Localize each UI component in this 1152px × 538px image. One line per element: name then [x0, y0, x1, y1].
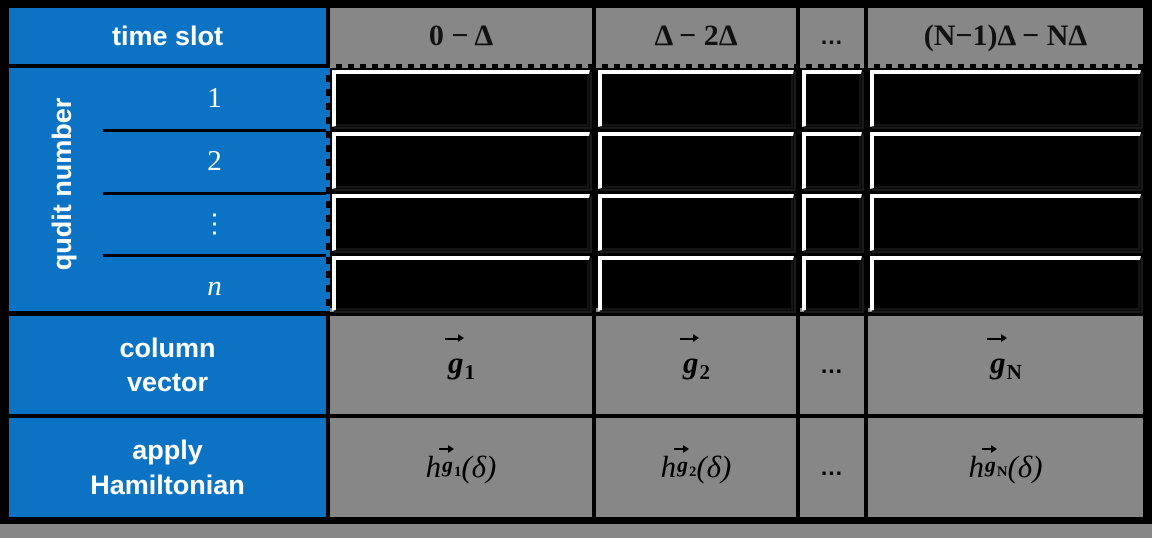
hamiltonian-arg-1: (δ): [461, 449, 497, 485]
g-vector-subscript-N: N: [1006, 359, 1022, 384]
hamiltonian-prefix-1: h: [425, 449, 442, 485]
pulse-block-q2-t4[interactable]: [870, 132, 1141, 189]
dashed-border-top-col2: [596, 64, 796, 68]
qudit-row-label-1: 1: [207, 82, 222, 114]
qudit-separator-3: [103, 254, 326, 257]
hamiltonian-g-subscript-N: N: [996, 464, 1008, 481]
dashed-border-left: [326, 68, 330, 311]
pulse-block-q2-t3[interactable]: [802, 132, 862, 189]
pulse-block-q3-t1[interactable]: [332, 194, 590, 251]
qudit-separator-1: [103, 129, 326, 132]
pulse-block-q1-t1[interactable]: [332, 70, 590, 127]
dashed-border-top-col1: [330, 64, 592, 68]
column-vector-cell-2: g2: [596, 316, 796, 414]
pulse-block-q3-t3[interactable]: [802, 194, 862, 251]
dashed-border-top-col3: [800, 64, 864, 68]
pulse-block-q1-t2[interactable]: [598, 70, 794, 127]
pulse-block-q1-t4[interactable]: [870, 70, 1141, 127]
pulse-block-q4-t2[interactable]: [598, 256, 794, 311]
pulse-block-q3-t2[interactable]: [598, 194, 794, 251]
hamiltonian-prefix-2: h: [660, 449, 677, 485]
g-vector-base-2: g: [680, 333, 699, 380]
bottom-gray-strip: [0, 524, 1152, 538]
header-slot-1: 0 − Δ: [330, 8, 592, 64]
hamiltonian-label-line2: Hamiltonian: [90, 469, 245, 500]
column-vector-label-line2: vector: [126, 367, 209, 397]
qudit-row-label-ellipsis: ⋮: [201, 208, 228, 238]
g-vector-subscript-1: 1: [464, 359, 476, 384]
hamiltonian-label-line1: apply: [132, 435, 203, 466]
pulse-block-q2-t2[interactable]: [598, 132, 794, 189]
hamiltonian-prefix-N: h: [968, 449, 984, 485]
pulse-block-q1-t3[interactable]: [802, 70, 862, 127]
header-slot-N: (N−1)Δ − NΔ: [868, 8, 1143, 64]
qudit-number-block: qudit number 1 2 ⋮ n: [9, 68, 326, 311]
hamiltonian-cell-ellipsis: ...: [800, 418, 864, 517]
g-vector-subscript-2: 2: [699, 359, 711, 384]
hamiltonian-arg-N: (δ): [1007, 449, 1043, 485]
qudit-separator-2: [103, 192, 326, 195]
hamiltonian-g-subscript-1: 1: [453, 464, 462, 481]
pulse-block-q4-t4[interactable]: [870, 256, 1141, 311]
hamiltonian-g-base-1: g: [439, 444, 454, 478]
hamiltonian-g-subscript-2: 2: [688, 464, 697, 481]
column-vector-label-line1: column: [119, 332, 216, 363]
header-slot-2: Δ − 2Δ: [596, 8, 796, 64]
g-vector-base-N: g: [987, 333, 1007, 380]
hamiltonian-row-label: apply Hamiltonian: [9, 418, 326, 517]
pulse-block-q4-t3[interactable]: [802, 256, 862, 311]
hamiltonian-arg-2: (δ): [696, 449, 732, 485]
qudit-number-axis-label: qudit number: [46, 97, 77, 271]
column-vector-cell-ellipsis: ...: [800, 316, 864, 414]
hamiltonian-g-base-2: g: [674, 444, 689, 478]
hamiltonian-g-base-N: g: [981, 444, 997, 478]
column-vector-cell-N: gN: [868, 316, 1143, 414]
header-row-label: time slot: [9, 8, 326, 64]
pulse-grid: [326, 64, 1143, 312]
dashed-border-top-col4: [868, 64, 1143, 68]
qudit-row-label-2: 2: [207, 145, 222, 177]
column-vector-cell-1: g1: [330, 316, 592, 414]
qudit-row-label-n: n: [207, 270, 222, 302]
pulse-block-q2-t1[interactable]: [332, 132, 590, 189]
pulse-block-q3-t4[interactable]: [870, 194, 1141, 251]
header-slot-ellipsis: ...: [800, 8, 864, 64]
column-vector-row-label: column vector: [9, 316, 326, 414]
g-vector-base-1: g: [445, 333, 464, 380]
pulse-block-q4-t1[interactable]: [332, 256, 590, 311]
